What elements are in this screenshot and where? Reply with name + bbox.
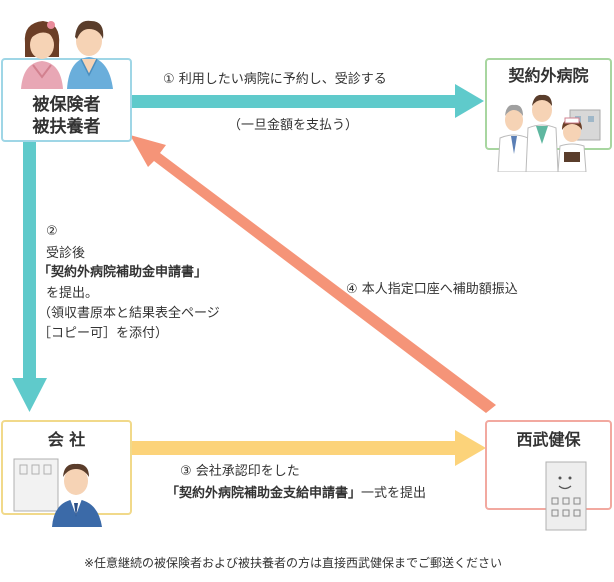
step1-sub: （一旦金額を支払う）: [228, 118, 359, 133]
company-title: 会 社: [47, 430, 86, 449]
arrow-step1: [132, 84, 484, 118]
hospital-title: 契約外病院: [508, 66, 589, 85]
arrow-step3: [132, 430, 486, 466]
seibu-title: 西武健保: [516, 430, 581, 449]
step3-line2-rest: 一式を提出: [361, 486, 427, 501]
step2-line3: を提出。: [46, 286, 99, 301]
arrow-step2: [12, 142, 47, 412]
insured-title-line2: 被扶養者: [32, 117, 101, 137]
insured-title-line1: 被保険者: [32, 95, 101, 115]
company-employee-icon: [12, 455, 112, 527]
hospital-staff-icon: [492, 92, 604, 172]
step2-line5: ［コピー可］を添付）: [38, 326, 169, 341]
step2-line4: （領収書原本と結果表全ページ: [38, 306, 220, 321]
building-icon: [542, 460, 592, 532]
step2-line2: 「契約外病院補助金申請書」: [38, 265, 208, 280]
insured-box: [1, 58, 132, 142]
step2-number: ②: [46, 224, 58, 239]
step3-line1: ③ 会社承認印をした: [180, 464, 300, 479]
arrow-step4: [130, 135, 496, 413]
step2-line1: 受診後: [46, 246, 86, 261]
step1-label: ① 利用したい病院に予約し、受診する: [163, 72, 387, 87]
footnote: ※任意継続の被保険者および被扶養者の方は直接西武健保までご郵送ください: [84, 556, 503, 570]
insured-people-icon: [15, 13, 121, 89]
step3-form-name: 「契約外病院補助金支給申請書」: [166, 486, 362, 501]
step4-label: ④ 本人指定口座へ補助額振込: [346, 282, 518, 297]
step3-line2: 「契約外病院補助金支給申請書」一式を提出: [166, 484, 426, 503]
